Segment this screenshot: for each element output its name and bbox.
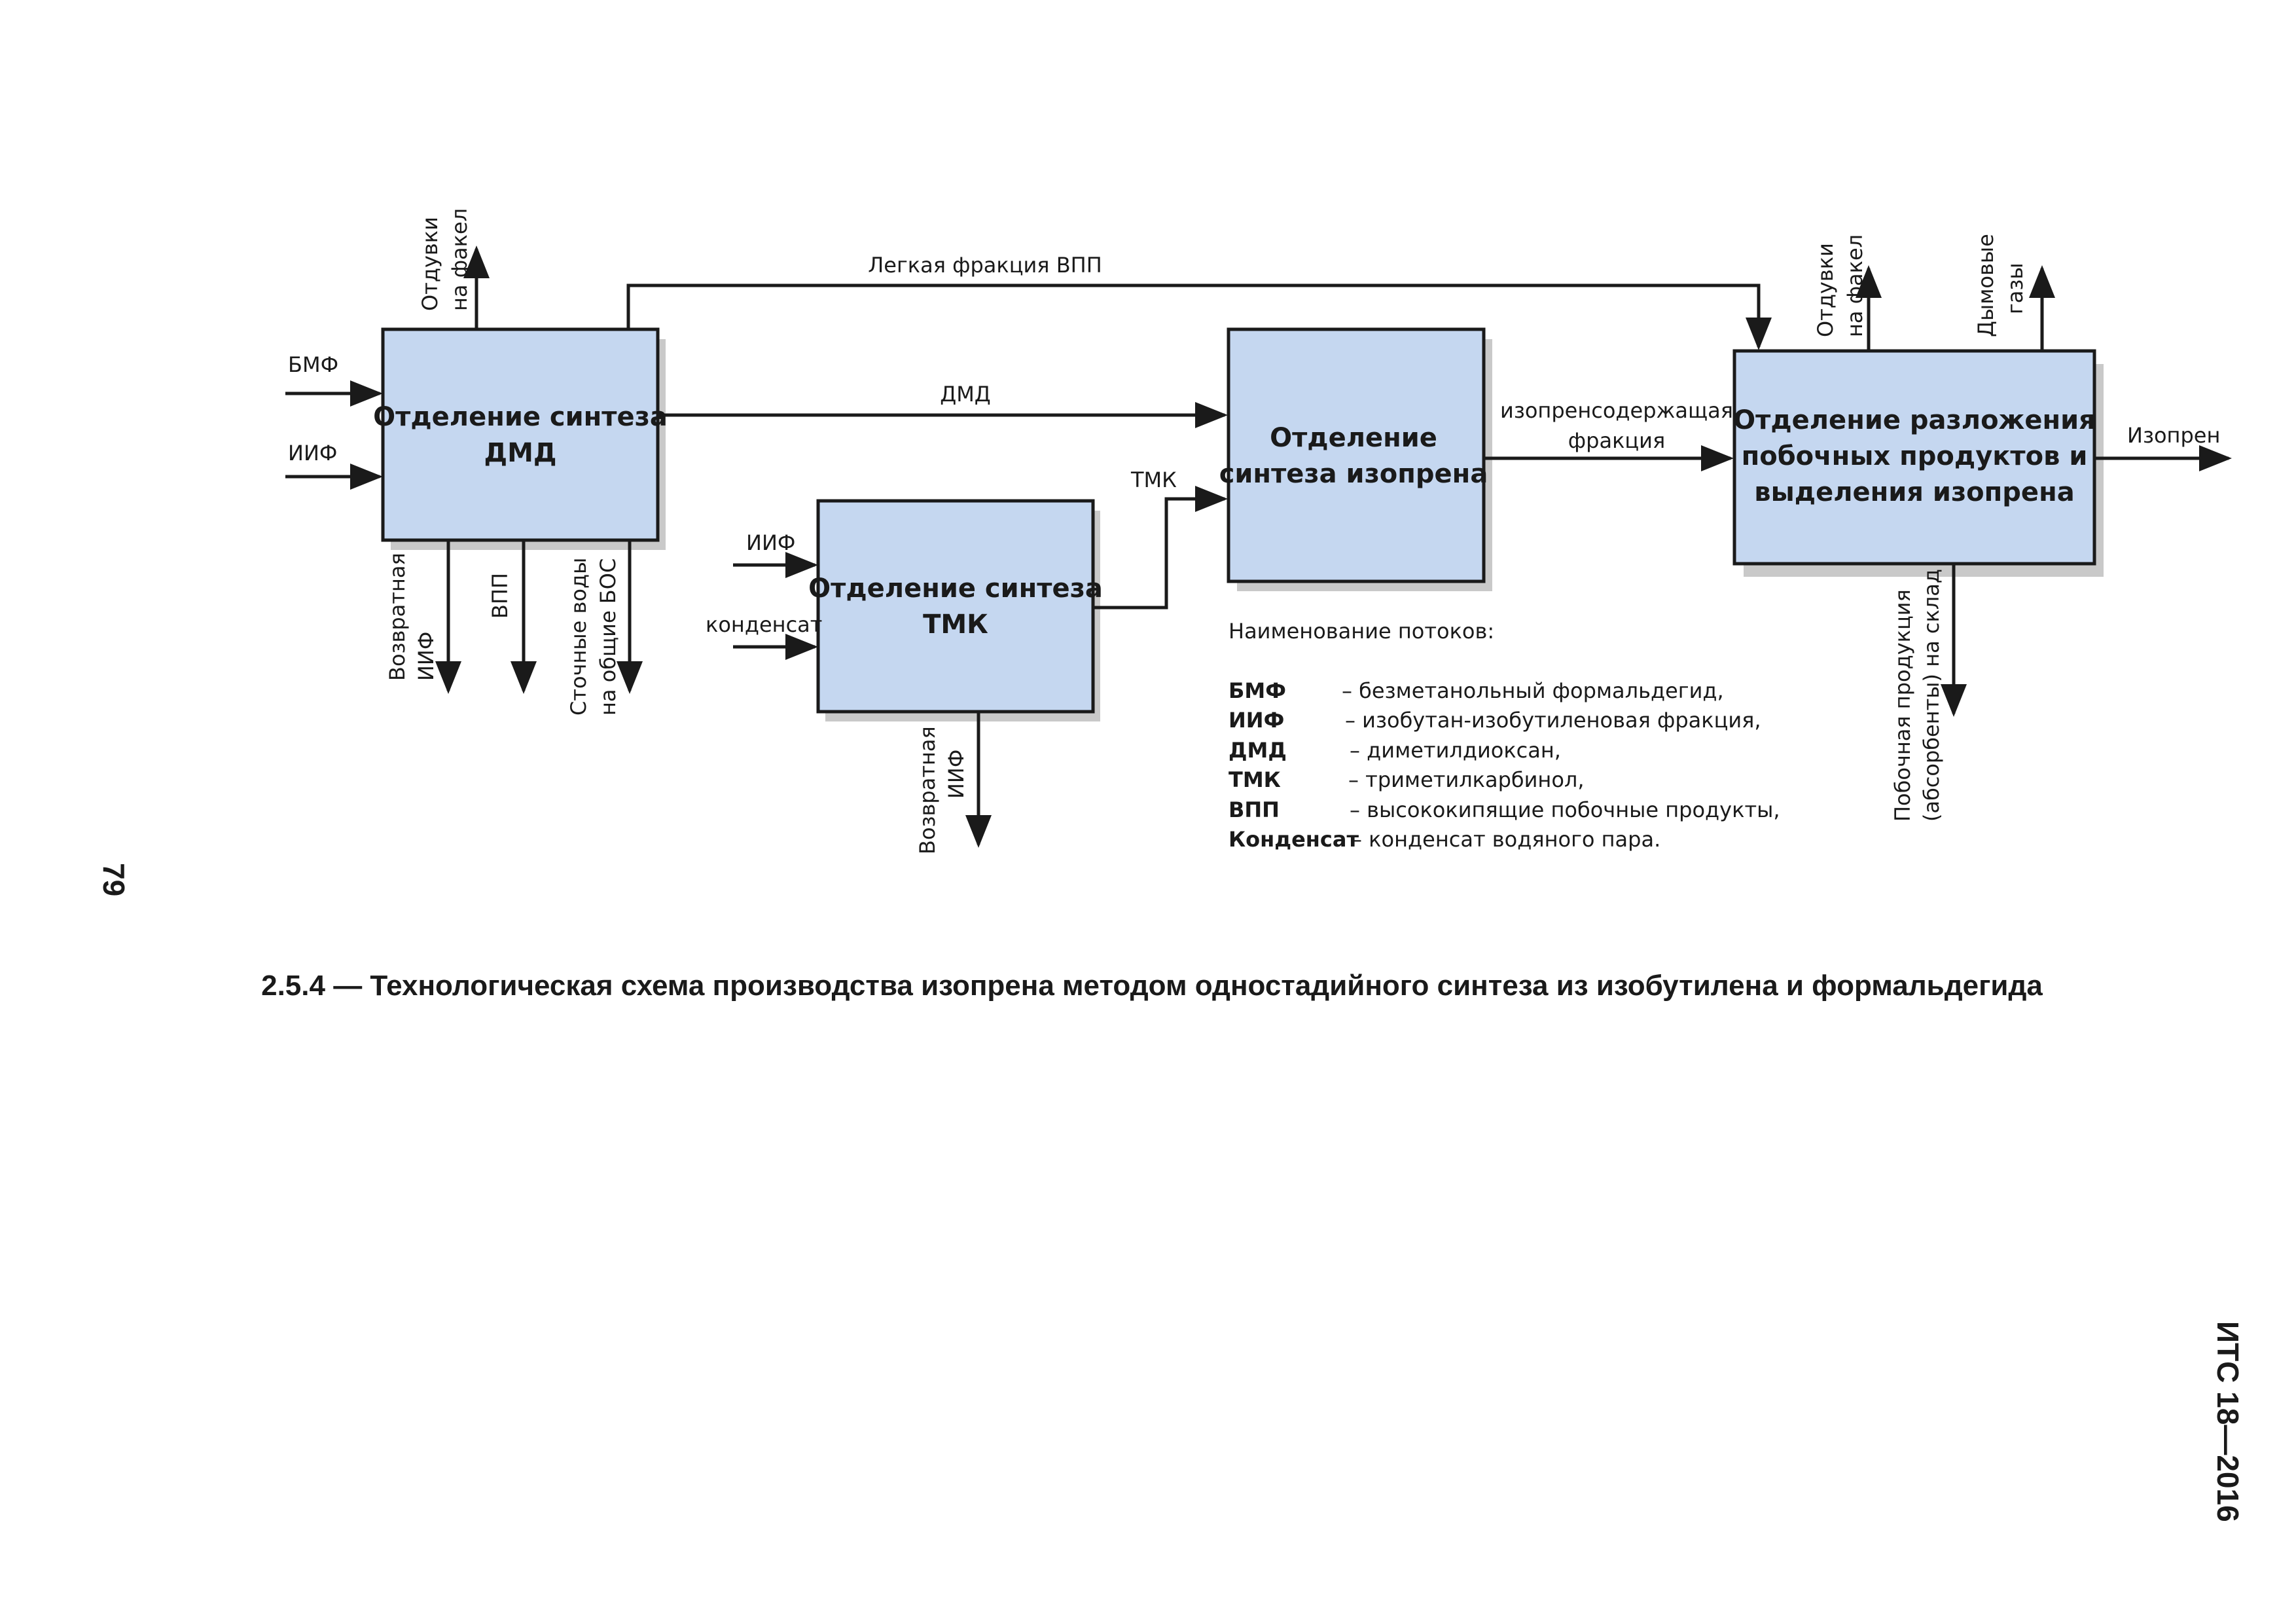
return-iif-tmk-label-2: ИИФ [944, 750, 969, 799]
legend-key-vpp: ВПП [1229, 797, 1280, 822]
wastewater-label-2: на общие БОС [596, 558, 620, 716]
byproducts-label-2: (абсорбенты) на склад [1919, 569, 1944, 822]
isoprene-output-label: Изопрен [2127, 423, 2220, 448]
vpp-output-label: ВПП [488, 573, 512, 619]
isoprene-box-title-2: синтеза изопрена [1219, 459, 1488, 489]
dmd-box-title-2: ДМД [484, 438, 556, 468]
decomp-box-title-1: Отделение разложения [1733, 405, 2096, 435]
tmk-stream-label: ТМК [1130, 467, 1177, 492]
iif-input-tmk-label: ИИФ [746, 530, 795, 555]
isoprene-synthesis-box [1227, 327, 1486, 583]
tmk-box-title-2: ТМК [923, 610, 988, 640]
bmf-input-label: БМФ [288, 352, 338, 377]
decomp-blowdown-label-1: Отдувки [1813, 243, 1838, 337]
decomp-box-title-2: побочных продуктов и [1742, 441, 2088, 471]
byproducts-label-1: Побочная продукция [1890, 589, 1915, 822]
isoprene-fraction-label-1: изопренсодержащая [1500, 398, 1733, 423]
tmk-box-title-1: Отделение синтеза [808, 574, 1103, 604]
isoprene-fraction-label-2: фракция [1568, 428, 1665, 453]
decomposition-box [1732, 349, 2096, 566]
legend-desc-dmd: – диметилдиоксан, [1350, 738, 1561, 763]
tmk-synthesis-box [816, 499, 1095, 714]
legend-desc-bmf: – безметанольный формальдегид, [1342, 678, 1724, 703]
legend-desc-tmk: – триметилкарбинол, [1348, 767, 1585, 792]
dmd-blowdown-label-1: Отдувки [418, 217, 442, 311]
decomp-blowdown-label-2: на факел [1842, 234, 1867, 337]
tmk-stream-line [1093, 486, 1228, 610]
flue-gas-label-1: Дымовые [1973, 234, 1998, 337]
flue-gas-label-2: газы [2003, 263, 2028, 314]
isoprene-box-title-1: Отделение [1270, 423, 1437, 453]
decomp-box-title-3: выделения изопрена [1754, 477, 2074, 507]
dmd-box-title-1: Отделение синтеза [373, 402, 668, 432]
light-fraction-label: Легкая фракция ВПП [868, 253, 1102, 278]
document-id: ИТС 18—2016 [2211, 1321, 2245, 1522]
dmd-blowdown-label-2: на факел [447, 208, 472, 311]
legend-desc-iif: – изобутан-изобутиленовая фракция, [1345, 708, 1761, 733]
legend-key-condensate: Конденсат [1229, 827, 1359, 852]
return-iif-tmk-label-1: Возвратная [915, 726, 940, 854]
return-iif-dmd-label-2: ИИФ [414, 632, 439, 681]
legend-desc-condensate: – конденсат водяного пара. [1352, 827, 1660, 852]
light-fraction-line [626, 283, 1772, 350]
condensate-input-label: конденсат [706, 612, 822, 637]
legend-title: Наименование потоков: [1229, 619, 1494, 644]
dmd-stream-label: ДМД [940, 382, 991, 407]
legend-key-bmf: БМФ [1229, 678, 1286, 703]
page-number: 79 [97, 863, 131, 896]
dmd-synthesis-box [381, 327, 660, 542]
iif-input-dmd-label: ИИФ [288, 441, 337, 465]
return-iif-dmd-label-1: Возвратная [385, 553, 410, 681]
legend-key-tmk: ТМК [1229, 767, 1281, 792]
wastewater-label-1: Сточные воды [566, 558, 591, 716]
figure-caption: 2.5.4 — Технологическая схема производст… [261, 970, 2043, 1002]
legend-key-iif: ИИФ [1229, 708, 1284, 733]
legend-key-dmd: ДМД [1229, 738, 1287, 763]
legend-desc-vpp: – высококипящие побочные продукты, [1350, 797, 1780, 822]
